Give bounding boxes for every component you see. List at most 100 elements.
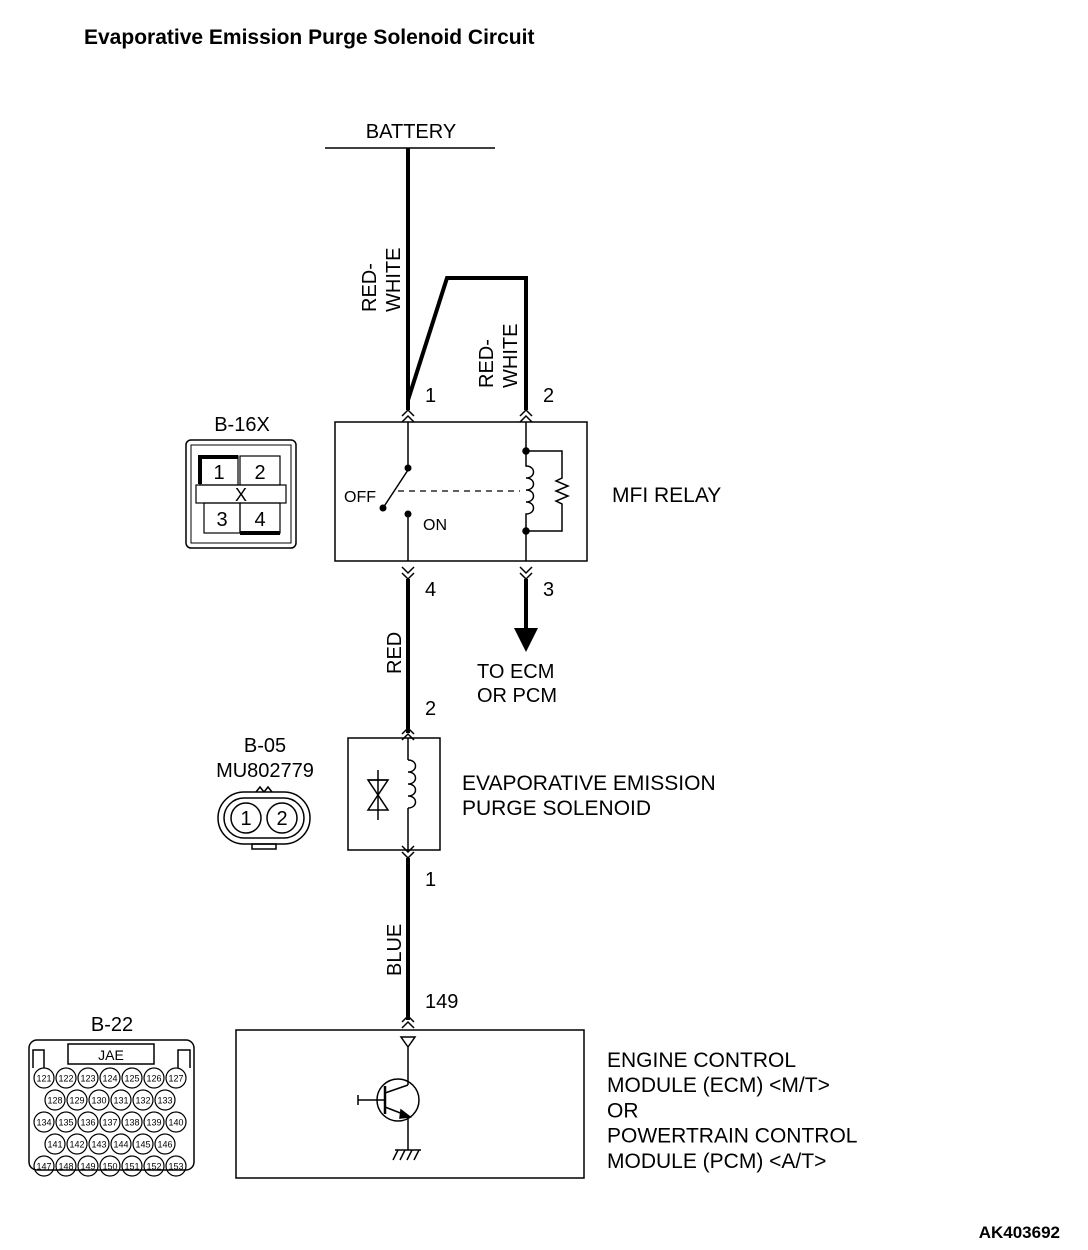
b22-pin-label-135: 135: [58, 1118, 73, 1128]
b22-pin-136: [77, 1111, 99, 1133]
b22-pin-label-141: 141: [47, 1140, 62, 1150]
b22-pin-label-147: 147: [36, 1162, 51, 1172]
diagram-title: Evaporative Emission Purge Solenoid Circ…: [84, 26, 534, 49]
b22-pin-130: [88, 1089, 110, 1111]
b22-pin-151: [121, 1155, 143, 1177]
b22-pin-142: [66, 1133, 88, 1155]
b22-pin-label-139: 139: [146, 1118, 161, 1128]
b22-pin-label-136: 136: [80, 1118, 95, 1128]
b22-pin-label-121: 121: [36, 1074, 51, 1084]
b22-pin-label-127: 127: [168, 1074, 183, 1084]
switch-off-label: OFF: [344, 489, 376, 506]
b22-pin-128: [44, 1089, 66, 1111]
figure-id: AK403692: [979, 1223, 1060, 1242]
connector-b05-part: MU802779: [216, 760, 314, 782]
b16x-pin-1: 1: [213, 462, 224, 484]
b22-pin-137: [99, 1111, 121, 1133]
b22-pin-149: [77, 1155, 99, 1177]
b22-pin-label-129: 129: [69, 1096, 84, 1106]
b05-pin-2: 2: [276, 808, 287, 830]
b22-pin-label-133: 133: [157, 1096, 172, 1106]
connector-b16x-icon: [185, 439, 297, 549]
b22-pin-123: [77, 1067, 99, 1089]
b22-pin-label-143: 143: [91, 1140, 106, 1150]
b22-pin-label-145: 145: [135, 1140, 150, 1150]
b22-pin-134: [33, 1111, 55, 1133]
b22-pin-121: [33, 1067, 55, 1089]
b22-pin-label-146: 146: [157, 1140, 172, 1150]
relay-pin-4: 4: [425, 579, 436, 601]
relay-pin-2: 2: [543, 385, 554, 407]
b22-pin-144: [110, 1133, 132, 1155]
b22-pin-146: [154, 1133, 176, 1155]
b22-pin-label-144: 144: [113, 1140, 128, 1150]
connector-b16x-id: B-16X: [214, 414, 270, 436]
b22-pin-label-152: 152: [146, 1162, 161, 1172]
b05-pin-1: 1: [240, 808, 251, 830]
wire-label-red: RED: [384, 632, 406, 674]
relay-coil-icon: [522, 422, 570, 561]
connector-b22-icon: [28, 1039, 195, 1171]
ecm-pin-terminal: [401, 1014, 415, 1029]
b22-pin-140: [165, 1111, 187, 1133]
connector-b05-id: B-05: [244, 735, 286, 757]
relay-switch: [379, 422, 520, 561]
relay-pin-1: 1: [425, 385, 436, 407]
switch-on-label: ON: [423, 517, 447, 534]
b22-pin-label-153: 153: [168, 1162, 183, 1172]
solenoid-pin-2: 2: [425, 698, 436, 720]
b22-pin-122: [55, 1067, 77, 1089]
b22-pin-152: [143, 1155, 165, 1177]
b22-pin-129: [66, 1089, 88, 1111]
b22-pin-126: [143, 1067, 165, 1089]
solenoid-valve-icon: [366, 738, 417, 850]
mfi-relay-label: MFI RELAY: [612, 484, 721, 507]
connector-b05-icon: [217, 785, 311, 850]
b22-maker-label: JAE: [98, 1047, 124, 1063]
wire-label-coil-feed: RED-WHITE: [476, 324, 522, 388]
b22-pin-label-125: 125: [124, 1074, 139, 1084]
b16x-pin-4: 4: [254, 509, 265, 531]
b22-pin-124: [99, 1067, 121, 1089]
relay-pin-terminals: [401, 408, 533, 581]
b22-pin-150: [99, 1155, 121, 1177]
ecm-box: [235, 1029, 585, 1179]
transistor-icon: [357, 1036, 421, 1161]
battery-label: BATTERY: [366, 121, 456, 143]
wire-label-blue: BLUE: [384, 924, 406, 976]
b22-pin-139: [143, 1111, 165, 1133]
mfi-relay-box: [334, 421, 588, 562]
connector-b22-id: B-22: [91, 1014, 133, 1036]
relay-pin-3: 3: [543, 579, 554, 601]
b22-pin-147: [33, 1155, 55, 1177]
b22-pin-131: [110, 1089, 132, 1111]
b22-pin-label-134: 134: [36, 1118, 51, 1128]
coil-feed-wire: [406, 276, 528, 410]
b16x-pin-2: 2: [254, 462, 265, 484]
b22-pin-148: [55, 1155, 77, 1177]
b22-pin-label-126: 126: [146, 1074, 161, 1084]
b22-pin-143: [88, 1133, 110, 1155]
solenoid-box: [347, 737, 441, 851]
wire-label-battery-feed: RED-WHITE: [359, 248, 405, 312]
b22-pin-135: [55, 1111, 77, 1133]
b22-pin-138: [121, 1111, 143, 1133]
b22-pin-132: [132, 1089, 154, 1111]
b16x-pin-3: 3: [216, 509, 227, 531]
b22-pin-label-130: 130: [91, 1096, 106, 1106]
b22-pin-153: [165, 1155, 187, 1177]
b22-pin-label-123: 123: [80, 1074, 95, 1084]
solenoid-pin-1: 1: [425, 869, 436, 891]
b22-pin-label-124: 124: [102, 1074, 117, 1084]
b22-pin-label-151: 151: [124, 1162, 139, 1172]
b22-pin-label-137: 137: [102, 1118, 117, 1128]
b22-pin-label-142: 142: [69, 1140, 84, 1150]
b22-pin-133: [154, 1089, 176, 1111]
b22-pin-125: [121, 1067, 143, 1089]
b22-pin-label-138: 138: [124, 1118, 139, 1128]
